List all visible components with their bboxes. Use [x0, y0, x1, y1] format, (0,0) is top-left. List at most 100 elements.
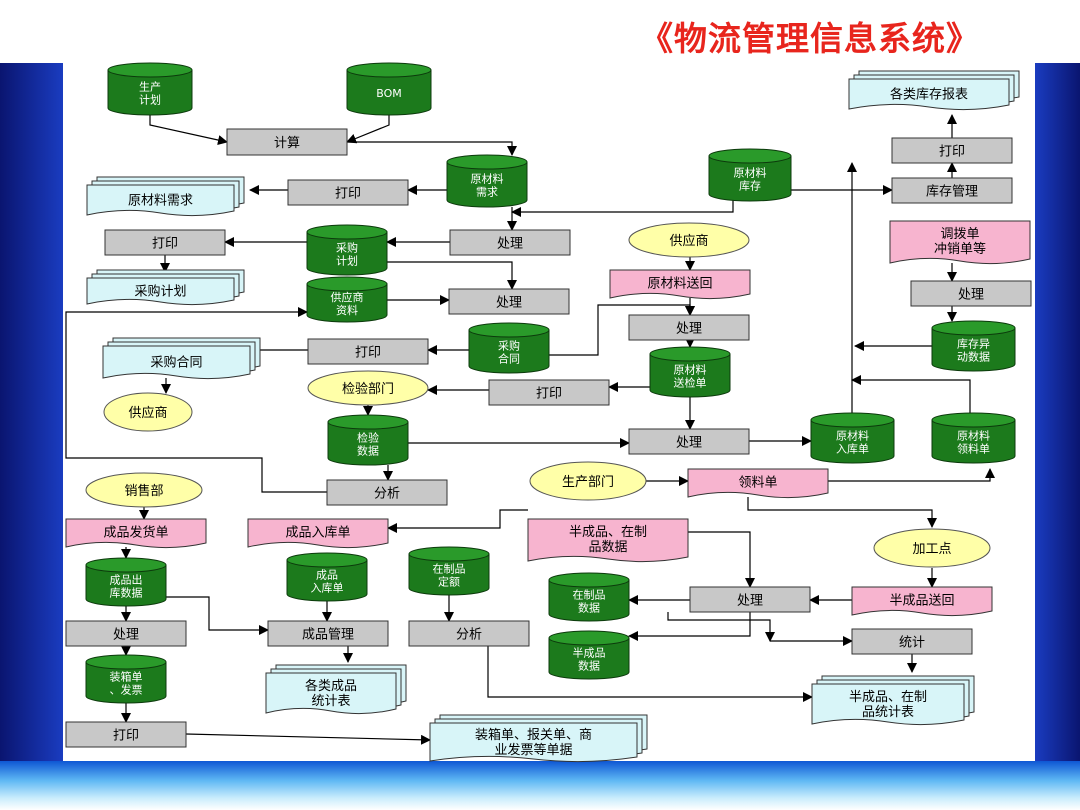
flow-arrow — [347, 141, 517, 156]
node-label: 处理 — [676, 322, 702, 337]
process-box-process-plan: 处理 — [448, 288, 570, 315]
process-box-process-transfer: 处理 — [910, 280, 1032, 307]
flow-arrow — [511, 200, 734, 217]
flow-arrow — [747, 497, 937, 528]
node-label: 生产 — [139, 80, 161, 94]
node-label: 原材料 — [734, 166, 767, 180]
node-label: 处理 — [496, 296, 522, 311]
process-box-stat: 统计 — [851, 628, 973, 655]
cylinder-purchase-contract: 采购合同 — [468, 322, 550, 374]
node-label: 原材料送回 — [647, 277, 712, 292]
process-box-fg-mgmt: 成品管理 — [267, 620, 389, 647]
node-label: 处理 — [737, 594, 763, 609]
node-label: 打印 — [152, 237, 178, 252]
entity-production-dept: 生产部门 — [529, 461, 647, 501]
node-label: 入库单 — [311, 581, 344, 594]
node-label: 、发票 — [110, 682, 143, 696]
node-label: 原材料 — [471, 172, 504, 186]
node-label: 需求 — [476, 185, 498, 198]
pink-document-fg-in: 成品入库单 — [247, 518, 389, 549]
node-label: 调拨单 — [940, 227, 979, 242]
document-purchase-contract-doc: 采购合同 — [102, 337, 261, 380]
node-label: 在制品 — [433, 563, 466, 576]
node-label: 品数据 — [588, 540, 627, 555]
node-label: 成品管理 — [302, 628, 354, 643]
node-label: 冲销单等 — [934, 241, 986, 257]
process-box-print-inspect: 打印 — [488, 379, 610, 406]
process-box-process-wip: 处理 — [689, 586, 811, 613]
process-box-stock-mgmt: 库存管理 — [891, 177, 1013, 204]
right-side-bar — [1035, 63, 1080, 761]
process-box-process-inspect: 处理 — [628, 428, 750, 455]
entity-sales-dept: 销售部 — [85, 472, 203, 508]
node-label: 打印 — [113, 729, 139, 744]
node-label: 采购计划 — [134, 284, 186, 300]
flow-arrow — [185, 733, 431, 745]
node-label: 动数据 — [957, 349, 990, 363]
flow-arrow — [387, 261, 517, 290]
pink-document-fg-ship: 成品发货单 — [65, 518, 207, 549]
node-label: 数据 — [578, 658, 600, 672]
process-box-process-raw: 处理 — [449, 229, 571, 256]
process-box-analyze-wip: 分析 — [408, 620, 530, 647]
node-label: 打印 — [536, 387, 562, 402]
node-label: 供应商 — [669, 233, 708, 249]
node-label: 合同 — [498, 351, 520, 365]
footer-band — [0, 761, 1080, 810]
node-label: 打印 — [335, 187, 361, 202]
node-label: 统计 — [899, 636, 925, 651]
node-label: 采购 — [336, 241, 358, 255]
node-label: 成品 — [316, 569, 338, 582]
cylinder-purchase-plan: 采购计划 — [306, 224, 388, 276]
flow-arrow — [851, 375, 971, 413]
slide-title: 《物流管理信息系统》 — [640, 19, 980, 58]
node-label: 计划 — [336, 254, 358, 267]
node-label: 计算 — [274, 136, 300, 151]
node-label: 分析 — [374, 487, 400, 502]
node-label: 供应商 — [128, 405, 167, 421]
node-label: 数据 — [357, 443, 379, 457]
node-label: 成品发货单 — [103, 525, 168, 541]
node-label: 分析 — [456, 628, 482, 643]
process-box-process-return: 处理 — [628, 314, 750, 341]
node-label: 加工点 — [912, 542, 951, 557]
cylinder-fg-in-list: 成品入库单 — [286, 552, 368, 602]
node-label: 库存异 — [957, 337, 990, 351]
node-label: 半成品、在制 — [849, 690, 927, 705]
flow-arrow — [828, 468, 995, 482]
node-label: 半成品 — [573, 646, 606, 660]
node-label: 原材料 — [836, 429, 869, 443]
node-label: 数据 — [578, 600, 600, 614]
document-raw-need-doc: 原材料需求 — [86, 176, 245, 217]
flow-arrow — [387, 509, 528, 533]
process-box-calc: 计算 — [226, 128, 348, 156]
entity-supplier-top: 供应商 — [628, 222, 750, 258]
entity-inspect-dept: 检验部门 — [307, 370, 429, 406]
node-label: 各类成品 — [305, 678, 357, 694]
node-label: 打印 — [939, 145, 965, 160]
flow-arrow — [149, 115, 228, 145]
process-box-analyze-inspect: 分析 — [326, 479, 448, 506]
node-label: 检验 — [357, 431, 379, 445]
node-label: 装箱单、报关单、商 — [475, 727, 592, 743]
cylinder-packing: 装箱单、发票 — [85, 654, 167, 704]
process-box-print-contract: 打印 — [307, 338, 429, 365]
process-box-print-stock: 打印 — [891, 137, 1013, 164]
node-label: 库存管理 — [926, 184, 978, 200]
node-label: 供应商 — [331, 290, 364, 304]
node-label: 库数据 — [110, 585, 143, 599]
node-label: 计划 — [139, 93, 161, 106]
